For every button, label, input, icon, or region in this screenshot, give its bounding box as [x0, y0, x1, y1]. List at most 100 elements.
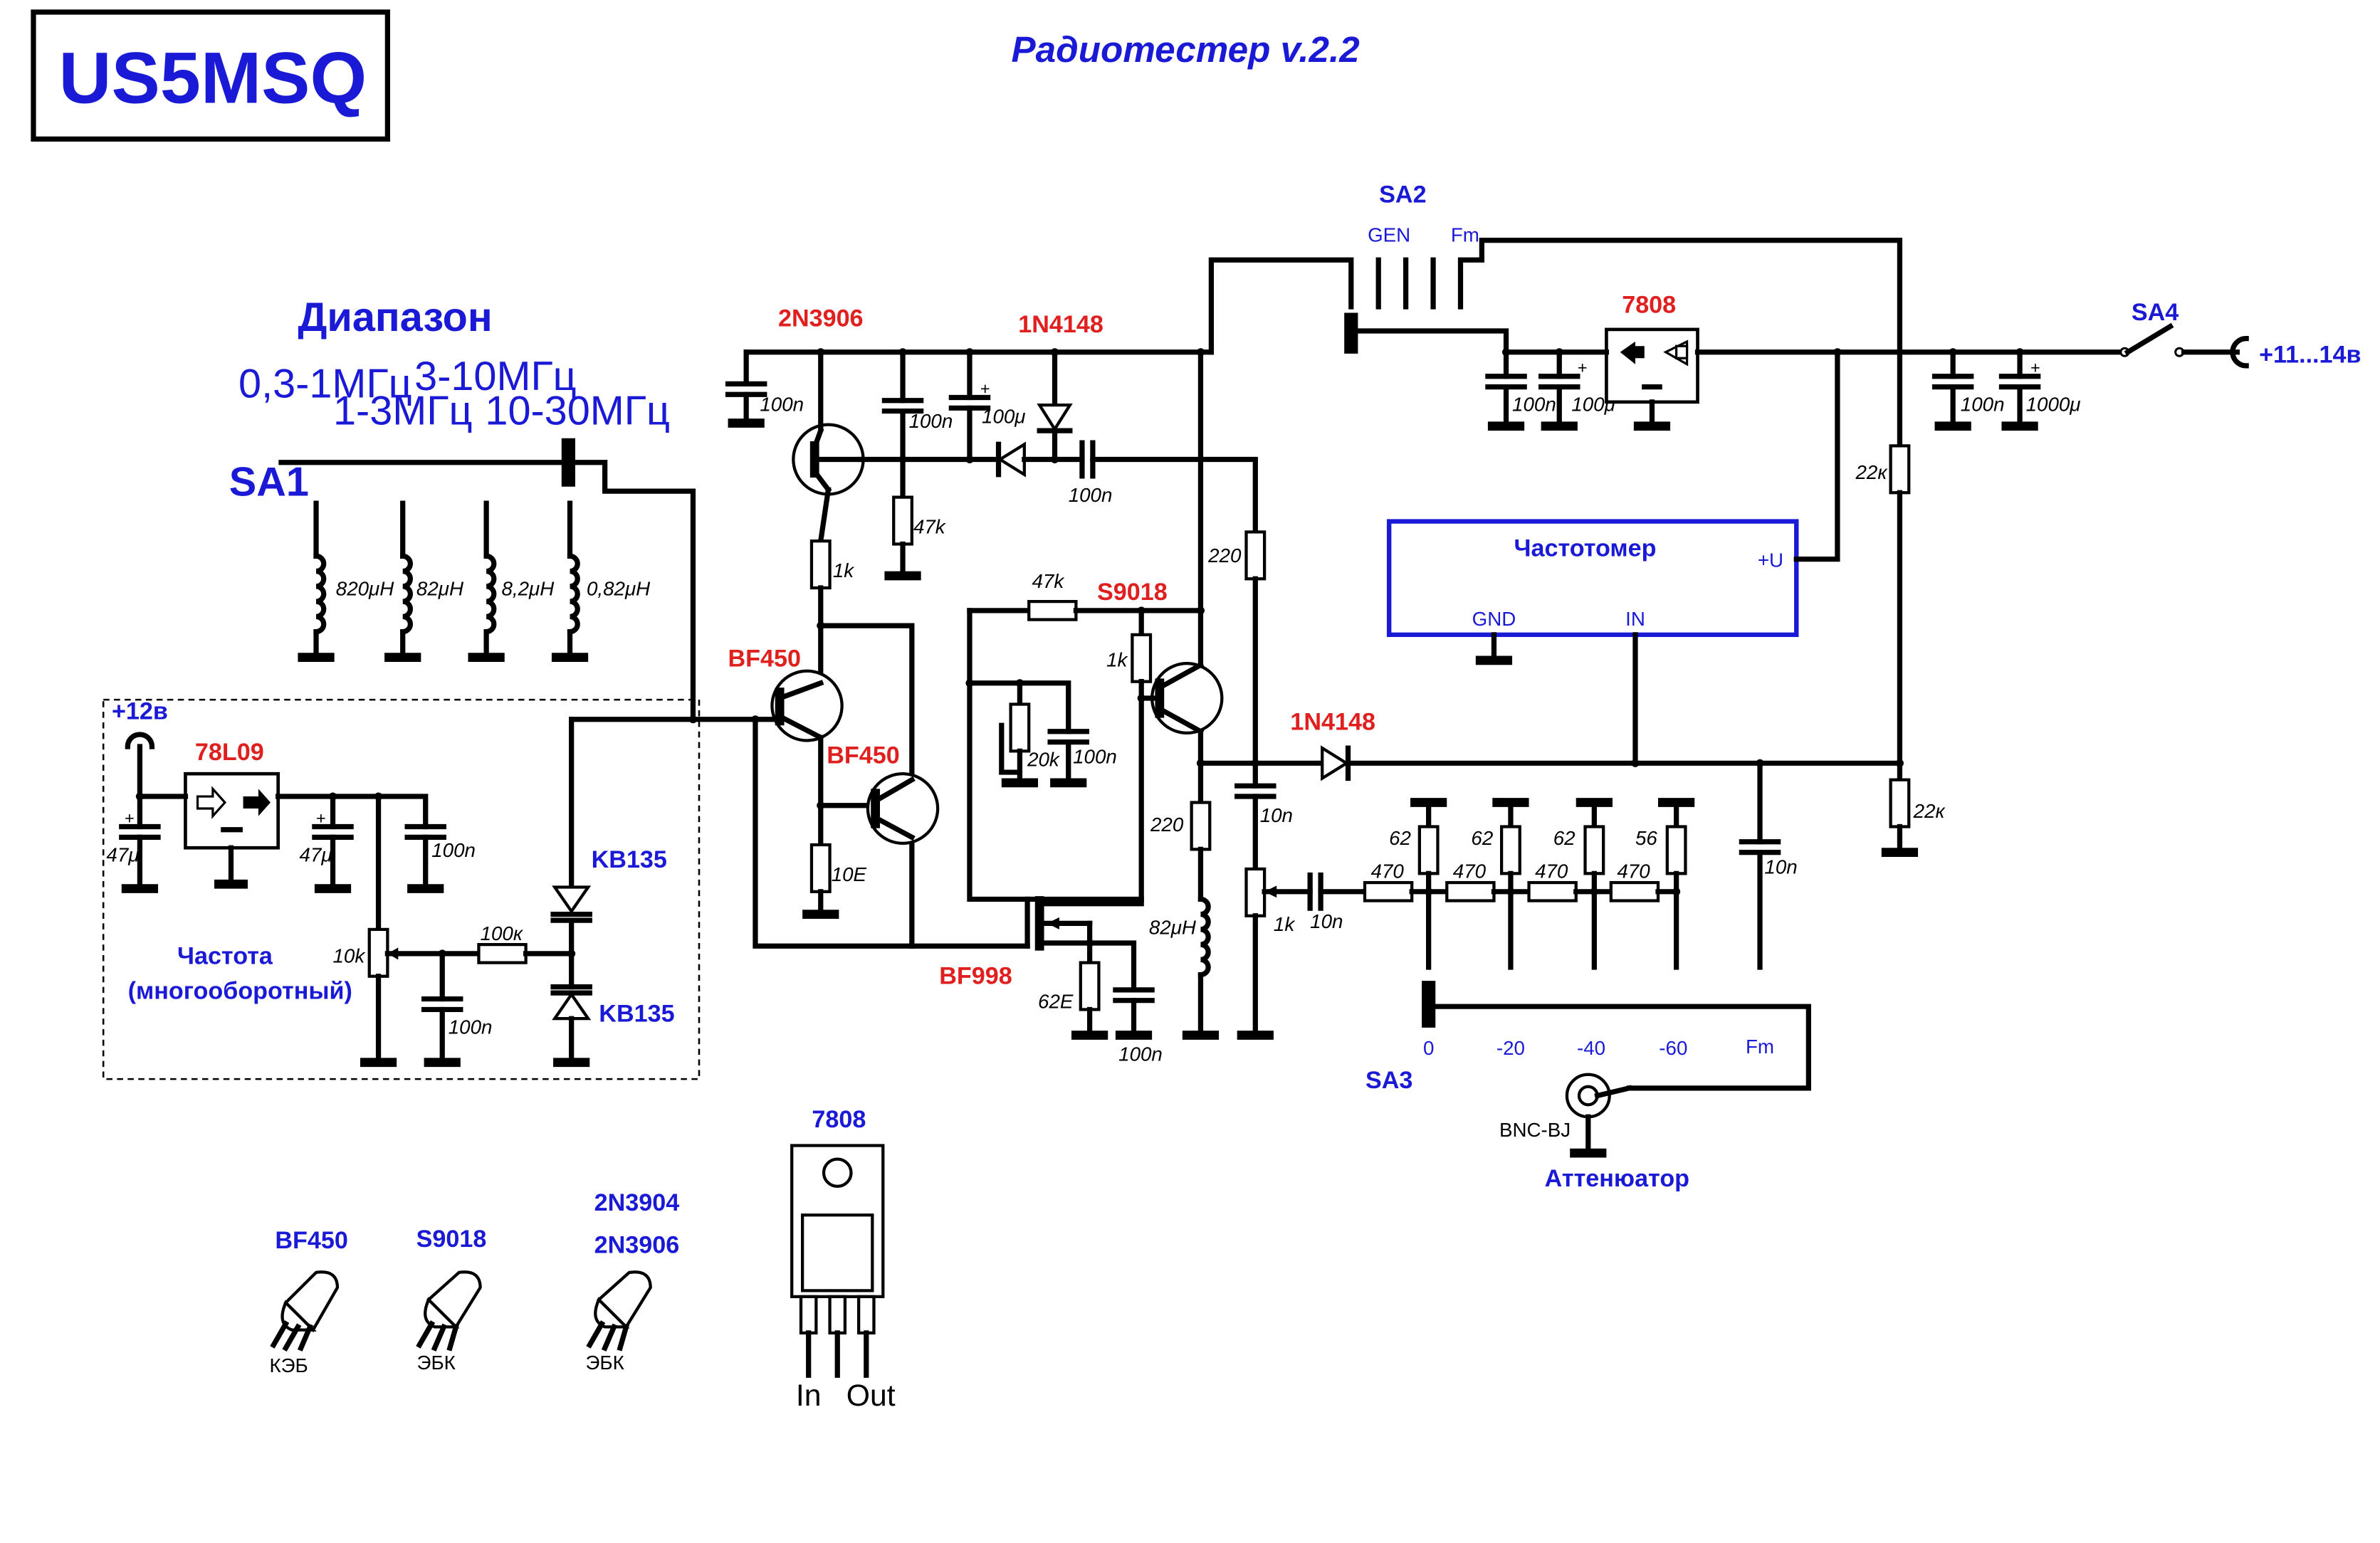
resistor-62e-value: 62E	[1038, 990, 1074, 1012]
inductor-bank	[298, 500, 589, 663]
resistor-1k-q1	[809, 539, 832, 628]
pinout-s9018-name: S9018	[416, 1226, 487, 1253]
pinout-bf450-package	[270, 1270, 340, 1352]
cap-100n-coupling-value: 100n	[1069, 484, 1113, 506]
reg-7808-symbol	[1605, 327, 1699, 404]
range-band-1: 0,3-1МГц	[238, 362, 412, 407]
transistor-s9018	[1138, 661, 1224, 735]
pinout-s9018-pins: ЭБК	[417, 1352, 456, 1374]
resistor-20k-network	[965, 679, 1089, 788]
cap-1000u-input-value: 1000μ	[2026, 394, 2081, 416]
inductor-3-value: 8,2μH	[501, 578, 554, 600]
cap-100n-7808-value: 100n	[1512, 394, 1556, 416]
pinout-7808-out: Out	[846, 1379, 896, 1413]
inductor-82u-value: 82μH	[1149, 916, 1196, 938]
atten-series-3: 470	[1535, 860, 1568, 883]
atten-shunt-1: 62	[1389, 827, 1411, 849]
varicap-1-name: KB135	[592, 846, 667, 873]
q1-name: 2N3906	[778, 305, 864, 332]
diode-1n4148-left	[967, 441, 1085, 478]
range-heading: Диапазон	[298, 295, 492, 340]
diode-1n4148-output	[1321, 745, 1903, 781]
svg-text:+: +	[980, 379, 990, 398]
q3-name: BF450	[827, 742, 899, 769]
plus12v-terminal	[125, 732, 155, 799]
cap-10n-b	[1307, 872, 1368, 911]
cap-100u-value: 100μ	[982, 406, 1025, 428]
sa4-power-switch[interactable]	[2119, 322, 2249, 369]
atten-series-1: 470	[1371, 860, 1405, 883]
cap-10n-a-value: 10n	[1260, 804, 1293, 826]
sa2-fm-label: Fm	[1451, 224, 1479, 246]
cap-47u-out: 47μ	[300, 843, 332, 865]
sa3-pos-0: 0	[1423, 1037, 1434, 1059]
tuning-label-2: (многооборотный)	[128, 978, 352, 1005]
cap-100n-input	[1931, 349, 1974, 431]
svg-text:+: +	[1578, 359, 1588, 377]
diode-2-name: 1N4148	[1290, 709, 1375, 736]
sa3-pos-2: -40	[1577, 1037, 1605, 1059]
resistor-47k-q1	[884, 456, 921, 581]
tuning-potentiometer[interactable]	[360, 794, 445, 1068]
potentiometer-1k[interactable]	[1237, 867, 1313, 1040]
reg1-name: 7808	[1622, 292, 1676, 319]
pinout-7808-name: 7808	[812, 1106, 866, 1133]
resistor-22k-bottom	[1881, 778, 1919, 857]
q2-name: BF450	[728, 646, 801, 673]
cap-10n-a	[1234, 783, 1277, 872]
diode-1-name: 1N4148	[1018, 311, 1103, 338]
supply-voltage-label: +11...14в	[2259, 342, 2361, 369]
sa2-gen-label: GEN	[1368, 224, 1410, 246]
resistor-220-top	[1244, 530, 1267, 789]
cap-100n-78l09	[375, 794, 446, 893]
cap-100n-input-value: 100n	[1961, 394, 2005, 416]
cap-100n-q1-left-value: 100n	[760, 394, 804, 416]
cap-78l09-input: +	[119, 794, 161, 893]
cap-47u-in: 47μ	[106, 843, 139, 865]
svg-text:+: +	[316, 809, 326, 827]
diode-1n4148-top	[1037, 349, 1073, 463]
resistor-100k-value: 100к	[481, 922, 523, 944]
resistor-20k-value: 20k	[1027, 749, 1060, 771]
cap-100n-bf998-value: 100n	[1118, 1043, 1163, 1065]
range-band-4: 10-30МГц	[485, 389, 670, 434]
resistor-22k-bottom-value: 22к	[1913, 800, 1946, 822]
svg-text:+: +	[2030, 359, 2040, 377]
tuning-label-1: Частота	[177, 943, 273, 970]
cap-100n-bf998	[1113, 987, 1155, 1040]
sa3-switch[interactable]	[1422, 981, 1811, 1091]
pinout-7808-in: In	[796, 1379, 822, 1413]
resistor-1k-s9018	[1131, 608, 1153, 902]
sa3-label: SA3	[1365, 1067, 1412, 1094]
cap-10n-c-value: 10n	[1764, 855, 1797, 878]
range-band-3: 3-10МГц	[414, 354, 577, 399]
atten-shunt-2: 62	[1471, 827, 1493, 849]
bnc-connector[interactable]	[1565, 1073, 1632, 1158]
frequency-meter-title: Частотомер	[1514, 534, 1657, 562]
pinout-2n-pins: ЭБК	[585, 1352, 624, 1374]
atten-series-4: 470	[1617, 860, 1650, 883]
varicap-pair	[550, 717, 696, 1068]
atten-shunt-4: 56	[1635, 827, 1657, 849]
svg-text:+: +	[125, 809, 135, 827]
sa1-switch[interactable]	[278, 438, 696, 722]
cap-100u-7808-value: 100μ	[1571, 394, 1615, 416]
resistor-47k-fb	[1027, 599, 1078, 621]
frequency-meter-in: IN	[1625, 608, 1645, 630]
resistor-220-bottom	[1190, 801, 1212, 902]
potentiometer-1k-value: 1k	[1274, 913, 1295, 935]
pinout-bf450-pins: КЭБ	[269, 1354, 308, 1376]
sa2-switch[interactable]	[1208, 238, 1903, 449]
reg-78l09-symbol	[184, 772, 281, 850]
transistor-bf450-upper	[753, 669, 844, 809]
sa2-label: SA2	[1379, 181, 1426, 209]
sa3-pos-1: -20	[1496, 1037, 1525, 1059]
cap-1000u-input: +	[1998, 349, 2041, 431]
pinout-2n3904-name: 2N3904	[594, 1189, 680, 1216]
cap-100u-7808-out: +	[1538, 349, 1588, 431]
atten-series-2: 470	[1453, 860, 1487, 883]
resistor-22k-top-value: 22к	[1855, 461, 1888, 483]
cap-100n-coupling	[1079, 440, 1258, 535]
cap-100n-tune	[421, 951, 463, 1068]
